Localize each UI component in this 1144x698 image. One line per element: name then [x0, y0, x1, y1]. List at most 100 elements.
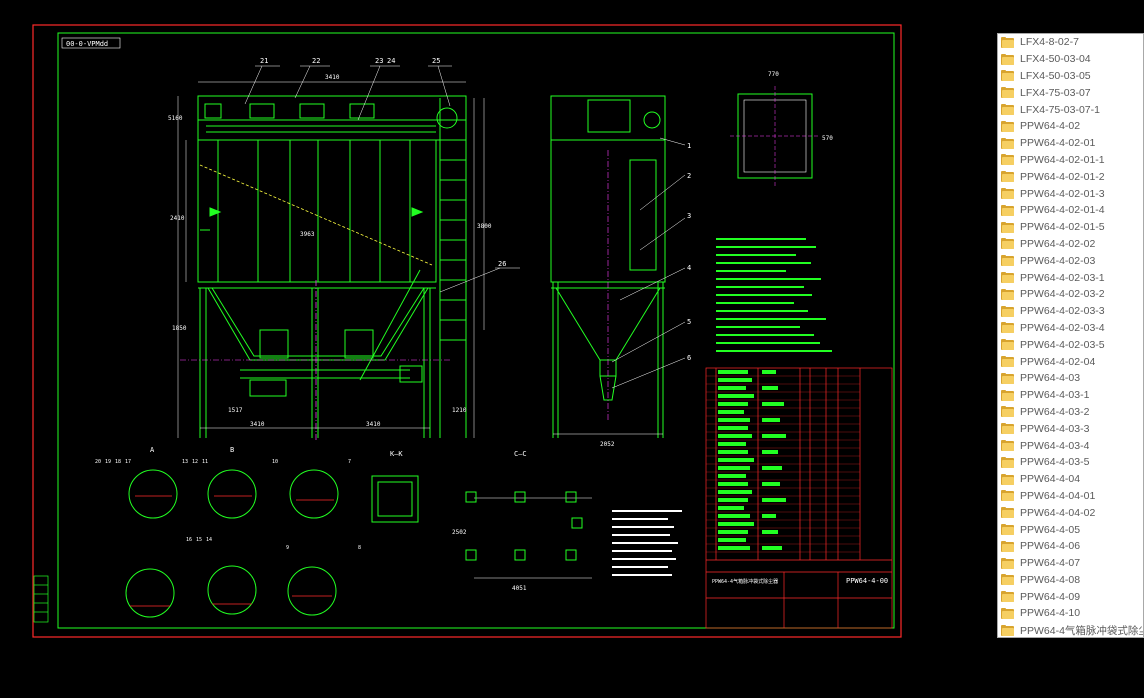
file-list-item[interactable]: PPW64-4-02-03-3 [998, 303, 1143, 320]
detail-balloon-10: 10 [272, 459, 278, 465]
file-list-item[interactable]: PPW64-4-02-01-1 [998, 152, 1143, 169]
section-label-k: K—K [390, 450, 403, 458]
folder-icon [1001, 272, 1014, 284]
dim-flange-h: 570 [822, 135, 833, 142]
folder-icon [1001, 524, 1014, 535]
file-list-item[interactable]: LFX4-50-03-04 [998, 51, 1143, 68]
file-list-item[interactable]: LFX4-75-03-07 [998, 84, 1143, 101]
file-name: PPW64-4-04 [1020, 473, 1081, 486]
file-list-item[interactable]: PPW64-4-02-01-4 [998, 202, 1143, 219]
folder-icon [1001, 339, 1014, 351]
parts-list-text [718, 370, 786, 550]
file-name: PPW64-4-02-03-1 [1020, 271, 1105, 284]
file-name: PPW64-4-02-01-2 [1020, 170, 1105, 183]
sheet-border-inner [57, 32, 895, 629]
balloon-23: 23 [375, 57, 383, 65]
file-list-item[interactable]: PPW64-4-07 [998, 555, 1143, 572]
file-list-item[interactable]: PPW64-4-06 [998, 538, 1143, 555]
file-list-item[interactable]: PPW64-4-02-01-3 [998, 185, 1143, 202]
file-name: PPW64-4-02 [1020, 120, 1081, 133]
file-list-item[interactable]: LFX4-8-02-7 [998, 34, 1143, 51]
folder-icon [1001, 305, 1014, 317]
file-list-item[interactable]: PPW64-4气箱脉冲袋式除尘器 [998, 621, 1143, 637]
file-list-item[interactable]: PPW64-4-02-02 [998, 236, 1143, 253]
detail-balloon-18: 18 [115, 459, 121, 465]
file-list-item[interactable]: PPW64-4-04-01 [998, 488, 1143, 505]
assembly-drawing: 00-0-VPMdd [32, 24, 902, 638]
file-list-item[interactable]: PPW64-4-04-02 [998, 504, 1143, 521]
folder-icon [1001, 406, 1014, 418]
folder-icon [1001, 288, 1014, 300]
file-name: PPW64-4-08 [1020, 573, 1081, 586]
dim-main-width: 3410 [325, 74, 340, 81]
file-name: PPW64-4-07 [1020, 557, 1081, 570]
detail-balloon-16: 16 [186, 537, 192, 543]
detail-balloon-9: 9 [286, 545, 289, 551]
file-name: PPW64-4-03 [1020, 372, 1081, 385]
balloon-side-5: 5 [687, 318, 691, 326]
folder-icon [1001, 557, 1014, 569]
dim-side-width: 2052 [600, 441, 615, 448]
folder-icon [1001, 204, 1014, 216]
file-list-item[interactable]: PPW64-4-09 [998, 588, 1143, 605]
file-list-item[interactable]: PPW64-4-02-03-2 [998, 286, 1143, 303]
file-list-item[interactable]: PPW64-4-03 [998, 370, 1143, 387]
folder-icon [1001, 591, 1014, 603]
file-name: PPW64-4-02-04 [1020, 355, 1096, 368]
detail-balloon-12: 12 [192, 459, 198, 465]
side-balloons: 1 2 3 4 5 6 [611, 137, 691, 389]
file-name: PPW64-4-10 [1020, 607, 1081, 620]
detail-balloon-15: 15 [196, 537, 202, 543]
dim-height-b: 1850 [172, 325, 187, 332]
folder-icon [1001, 53, 1014, 65]
file-list-item[interactable]: PPW64-4-10 [998, 605, 1143, 622]
technical-notes [716, 238, 832, 352]
folder-icon [1001, 238, 1014, 250]
part-number: PPW64-4-00 [846, 577, 888, 585]
detail-balloon-14: 14 [206, 537, 212, 543]
file-list-item[interactable]: PPW64-4-03-4 [998, 437, 1143, 454]
file-name: PPW64-4气箱脉冲袋式除尘器 [1020, 624, 1143, 637]
file-name: PPW64-4-02-01-5 [1020, 221, 1105, 234]
detail-balloon-20: 20 [95, 459, 101, 465]
file-list-item[interactable]: PPW64-4-02-01 [998, 135, 1143, 152]
file-name: PPW64-4-02-03-4 [1020, 321, 1105, 334]
file-list-item[interactable]: PPW64-4-05 [998, 521, 1143, 538]
file-list-item[interactable]: PPW64-4-02-03-5 [998, 336, 1143, 353]
file-list-item[interactable]: PPW64-4-03-2 [998, 404, 1143, 421]
balloon-side-1: 1 [687, 142, 691, 150]
file-list-item[interactable]: PPW64-4-03-5 [998, 454, 1143, 471]
parts-list-rows [706, 375, 860, 553]
file-list-item[interactable]: PPW64-4-02-03 [998, 252, 1143, 269]
file-list-item[interactable]: PPW64-4-02-01-2 [998, 168, 1143, 185]
dim-inner-width: 3963 [300, 231, 315, 238]
folder-icon [1001, 87, 1014, 99]
folder-icon [1001, 356, 1014, 368]
section-label-b: B [230, 446, 234, 454]
file-list-item[interactable]: PPW64-4-02-04 [998, 353, 1143, 370]
front-balloons: 21 22 23 24 25 26 [244, 57, 520, 293]
file-list-item[interactable]: PPW64-4-04 [998, 471, 1143, 488]
balloon-22: 22 [312, 57, 320, 65]
dim-half-right: 3410 [366, 421, 381, 428]
file-list-item[interactable]: PPW64-4-02-03-4 [998, 320, 1143, 337]
sheet-border-outer [32, 24, 902, 638]
cad-drawing-canvas[interactable]: 00-0-VPMdd [0, 0, 985, 698]
folder-icon [1001, 389, 1014, 401]
detail-balloons: 20 19 18 17 13 12 11 10 7 16 15 14 9 8 [95, 459, 361, 551]
spec-notes [612, 510, 682, 576]
file-list-item[interactable]: PPW64-4-03-3 [998, 420, 1143, 437]
file-list-item[interactable]: LFX4-75-03-07-1 [998, 101, 1143, 118]
file-name: PPW64-4-03-2 [1020, 405, 1090, 418]
file-list-item[interactable]: PPW64-4-02-01-5 [998, 219, 1143, 236]
file-list-item[interactable]: PPW64-4-03-1 [998, 387, 1143, 404]
folder-icon [1001, 137, 1014, 149]
folder-icon [1001, 188, 1014, 200]
file-list-item[interactable]: PPW64-4-08 [998, 572, 1143, 589]
balloon-side-4: 4 [687, 264, 691, 272]
file-list-item[interactable]: LFX4-50-03-05 [998, 68, 1143, 85]
file-list-item[interactable]: PPW64-4-02 [998, 118, 1143, 135]
file-list-item[interactable]: PPW64-4-02-03-1 [998, 269, 1143, 286]
file-name: PPW64-4-02-03 [1020, 254, 1096, 267]
